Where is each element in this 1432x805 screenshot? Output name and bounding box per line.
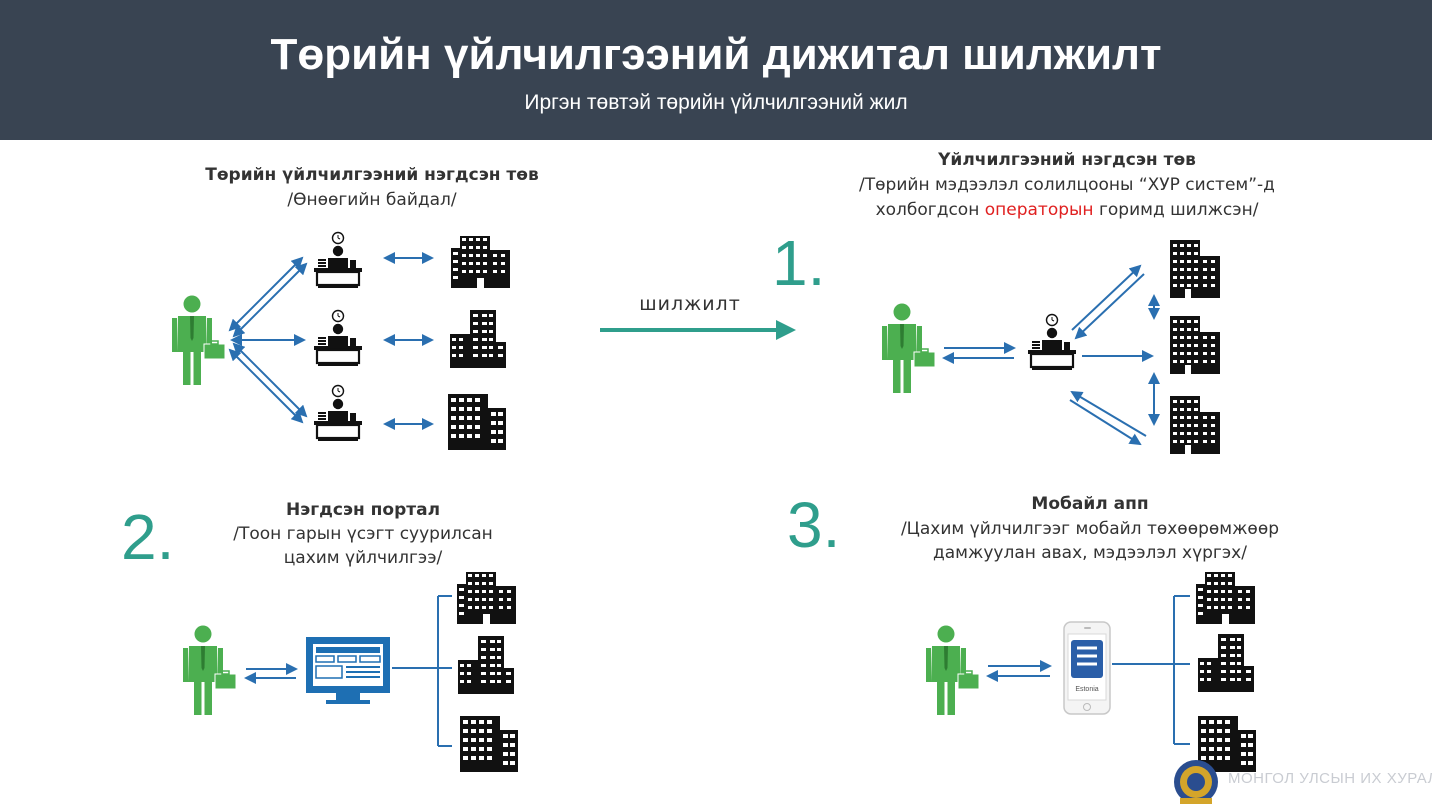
building-icon	[451, 236, 510, 288]
building-icon	[448, 394, 506, 450]
step1-line1: /Төрийн мэдээлэл солилцооны “ХУР систем”…	[859, 175, 1275, 195]
step1-number: 1.	[772, 227, 826, 299]
operator-desk-icon	[1026, 313, 1078, 372]
citizen-icon	[925, 624, 980, 716]
clerk-desk-icon	[312, 231, 364, 290]
header-bar: Төрийн үйлчилгээний дижитал шилжилт Иргэ…	[0, 0, 1432, 140]
citizen-icon	[881, 302, 936, 394]
step1-line2: холбогдсон операторын горимд шилжсэн/	[817, 198, 1317, 222]
citizen-icon	[171, 294, 226, 386]
computer-monitor-icon	[306, 637, 390, 704]
page-title: Төрийн үйлчилгээний дижитал шилжилт	[270, 30, 1162, 79]
parliament-emblem-logo	[1174, 760, 1218, 804]
current-state-arrows	[228, 252, 434, 430]
step1-line2-after: горимд шилжсэн/	[1093, 200, 1259, 220]
step3-line1: /Цахим үйлчилгээг мобайл төхөөрөмжөөр	[900, 519, 1280, 539]
step2-arrows	[244, 595, 452, 747]
current-state-subtitle: /Өнөөгийн байдал/	[287, 190, 457, 210]
clerk-desk-icon	[312, 384, 364, 443]
building-icon	[457, 572, 516, 624]
citizen-icon	[182, 624, 237, 716]
building-icon	[458, 636, 514, 694]
current-state-title: Төрийн үйлчилгээний нэгдсэн төв	[205, 165, 539, 185]
building-icon	[1170, 396, 1220, 454]
building-icon	[1196, 572, 1255, 624]
building-icon	[1170, 240, 1220, 298]
phone-screen-label: Estonia	[1075, 686, 1098, 693]
step1-line2-before: холбогдсон	[875, 200, 985, 220]
step3-number: 3.	[787, 489, 841, 561]
building-icon	[450, 310, 506, 368]
clerk-desk-icon	[312, 309, 364, 368]
step2-line1: /Тоон гарын үсэгт суурилсан	[233, 524, 493, 544]
footer-org-name: МОНГОЛ УЛСЫН ИХ ХУРАЛ	[1228, 770, 1432, 787]
step2-number: 2.	[121, 501, 175, 573]
building-icon	[1170, 316, 1220, 374]
step2-line2: цахим үйлчилгээ/	[283, 548, 443, 568]
step1-title: Үйлчилгээний нэгдсэн төв	[938, 150, 1196, 170]
step3-line2: дамжуулан авах, мэдээлэл хүргэх/	[933, 543, 1247, 563]
step1-operator-highlight: операторын	[984, 200, 1094, 220]
step3-title: Мобайл апп	[1031, 494, 1149, 514]
building-icon	[1198, 634, 1254, 692]
transition-label: шилжилт	[639, 293, 741, 315]
step1-arrows	[942, 264, 1160, 446]
page-subtitle: Иргэн төвтэй төрийн үйлчилгээний жил	[524, 91, 908, 114]
step3-arrows	[986, 595, 1190, 745]
mobile-phone-icon	[1063, 621, 1111, 715]
building-icon	[460, 716, 518, 772]
step2-title: Нэгдсэн портал	[285, 500, 441, 520]
